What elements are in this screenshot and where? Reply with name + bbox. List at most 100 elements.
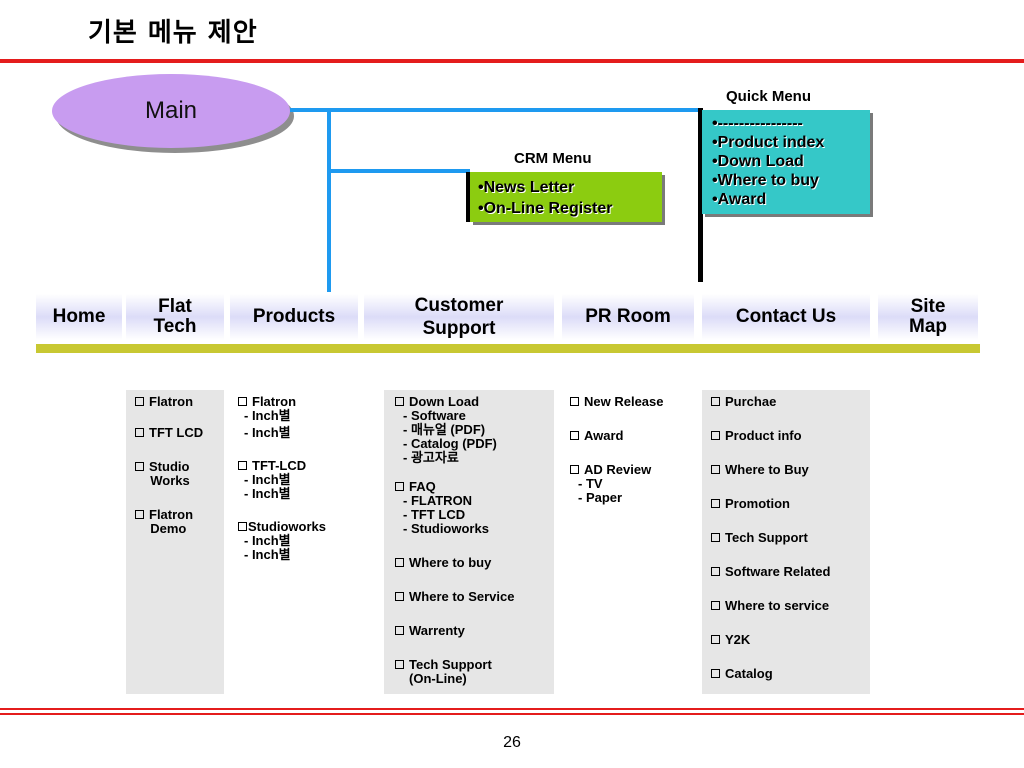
quick-menu-item[interactable]: •---------------- [712, 115, 803, 132]
footer-rule-bottom [0, 713, 1024, 715]
submenu-subitem: - Inch별 [244, 408, 291, 423]
checkbox-bullet-icon [711, 397, 720, 406]
submenu-item[interactable]: Where to buy [395, 556, 554, 570]
submenu-item[interactable]: Tech Support [711, 531, 870, 545]
submenu-subitem: - TV [578, 476, 603, 491]
submenu-subitem: - TFT LCD [403, 507, 466, 522]
checkbox-bullet-icon [238, 461, 247, 470]
submenu-subitem: - 매뉴얼 (PDF) [403, 422, 486, 437]
quick-menu-item[interactable]: •Down Load [712, 153, 804, 170]
submenu-subitem: - 광고자료 [403, 450, 459, 465]
submenu-subitem: - Software [403, 408, 466, 423]
submenu-subitem: - Inch별 [244, 486, 291, 501]
checkbox-bullet-icon [711, 567, 720, 576]
submenu-item[interactable]: Y2K [711, 633, 870, 647]
nav-tab-label: Support [422, 318, 496, 339]
checkbox-bullet-icon [711, 635, 720, 644]
crm-menu-box: •News Letter •On-Line Register [470, 172, 662, 222]
checkbox-bullet-icon [570, 397, 579, 406]
submenu-item[interactable]: TFT LCD [135, 426, 224, 440]
submenu-item[interactable]: New Release [570, 395, 698, 409]
quick-menu-item[interactable]: •Where to buy [712, 172, 819, 189]
submenu-item[interactable]: FAQ [395, 480, 554, 494]
checkbox-bullet-icon [238, 522, 247, 531]
submenu-item[interactable]: TFT-LCD [238, 459, 360, 473]
checkbox-bullet-icon [238, 397, 247, 406]
submenu-item[interactable]: Software Related [711, 565, 870, 579]
nav-tab-label: Flat [158, 296, 192, 317]
submenu-item[interactable]: Award [570, 429, 698, 443]
submenu-subitem: Works [143, 473, 190, 488]
submenu-item[interactable]: Purchae [711, 395, 870, 409]
submenu-item[interactable]: Catalog [711, 667, 870, 681]
nav-tab-label: Contact Us [735, 306, 837, 327]
submenu-subitem: - Inch별 [244, 533, 291, 548]
submenu-item[interactable]: Tech Support [395, 658, 554, 672]
checkbox-bullet-icon [395, 397, 404, 406]
submenu-item[interactable]: Promotion [711, 497, 870, 511]
submenu-item[interactable]: Down Load [395, 395, 554, 409]
submenu-item[interactable]: Warrenty [395, 624, 554, 638]
submenu-subitem: Demo [143, 521, 187, 536]
submenu-item[interactable]: Where to Service [395, 590, 554, 604]
connector-main-horizontal [290, 108, 702, 112]
checkbox-bullet-icon [711, 431, 720, 440]
page-number: 26 [503, 734, 521, 751]
submenu-item[interactable]: Studio [135, 460, 224, 474]
submenu-item[interactable]: Where to Buy [711, 463, 870, 477]
nav-tab-label: Home [52, 306, 106, 327]
submenu-customer-support: Down Load - Software - 매뉴얼 (PDF) - Catal… [384, 390, 554, 694]
submenu-pr-room: New Release Award AD Review - TV - Paper [570, 390, 698, 505]
submenu-subitem: - Studioworks [403, 521, 489, 536]
checkbox-bullet-icon [395, 626, 404, 635]
crm-menu-bar [466, 172, 470, 222]
nav-tab-pr-room[interactable]: PR Room [562, 294, 694, 340]
submenu-item[interactable]: Where to service [711, 599, 870, 613]
crm-menu-heading: CRM Menu [514, 150, 592, 167]
quick-menu-bar [698, 108, 703, 282]
nav-tab-contact-us[interactable]: Contact Us [702, 294, 870, 340]
checkbox-bullet-icon [135, 510, 144, 519]
checkbox-bullet-icon [395, 558, 404, 567]
nav-tab-label: Map [909, 316, 947, 337]
submenu-subitem: - Inch별 [244, 425, 291, 440]
checkbox-bullet-icon [570, 431, 579, 440]
submenu-item[interactable]: AD Review [570, 463, 698, 477]
page-title: 기본 메뉴 제안 [88, 18, 258, 48]
quick-menu-box: •---------------- •Product index •Down L… [702, 110, 870, 214]
submenu-item[interactable]: Studioworks [238, 520, 360, 534]
nav-underline-bar [36, 344, 980, 353]
submenu-item[interactable]: Product info [711, 429, 870, 443]
checkbox-bullet-icon [135, 428, 144, 437]
quick-menu-item[interactable]: •Product index [712, 134, 825, 151]
title-underline [0, 59, 1024, 63]
checkbox-bullet-icon [711, 499, 720, 508]
submenu-subitem: - Inch별 [244, 472, 291, 487]
submenu-item[interactable]: Flatron [135, 508, 224, 522]
footer-rule-top [0, 708, 1024, 710]
submenu-subitem: (On-Line) [409, 671, 467, 686]
nav-tab-label: Products [252, 306, 336, 327]
crm-menu-item[interactable]: •On-Line Register [478, 200, 613, 217]
submenu-subitem: - Paper [578, 490, 623, 505]
crm-menu-item[interactable]: •News Letter [478, 179, 575, 196]
quick-menu-item[interactable]: •Award [712, 191, 767, 208]
nav-tab-label: Tech [153, 316, 197, 337]
submenu-subitem: - FLATRON [403, 493, 473, 508]
checkbox-bullet-icon [395, 482, 404, 491]
checkbox-bullet-icon [570, 465, 579, 474]
submenu-flat-tech: Flatron TFT LCD Studio Works Flatron Dem… [126, 390, 224, 694]
checkbox-bullet-icon [711, 465, 720, 474]
nav-tab-products[interactable]: Products [230, 294, 358, 340]
nav-tab-home[interactable]: Home [36, 294, 122, 340]
submenu-item[interactable]: Flatron [238, 395, 360, 409]
submenu-contact-us: Purchae Product info Where to Buy Promot… [702, 390, 870, 694]
connector-to-crm [327, 169, 470, 173]
checkbox-bullet-icon [711, 601, 720, 610]
checkbox-bullet-icon [711, 533, 720, 542]
submenu-item[interactable]: Flatron [135, 395, 224, 409]
checkbox-bullet-icon [135, 462, 144, 471]
